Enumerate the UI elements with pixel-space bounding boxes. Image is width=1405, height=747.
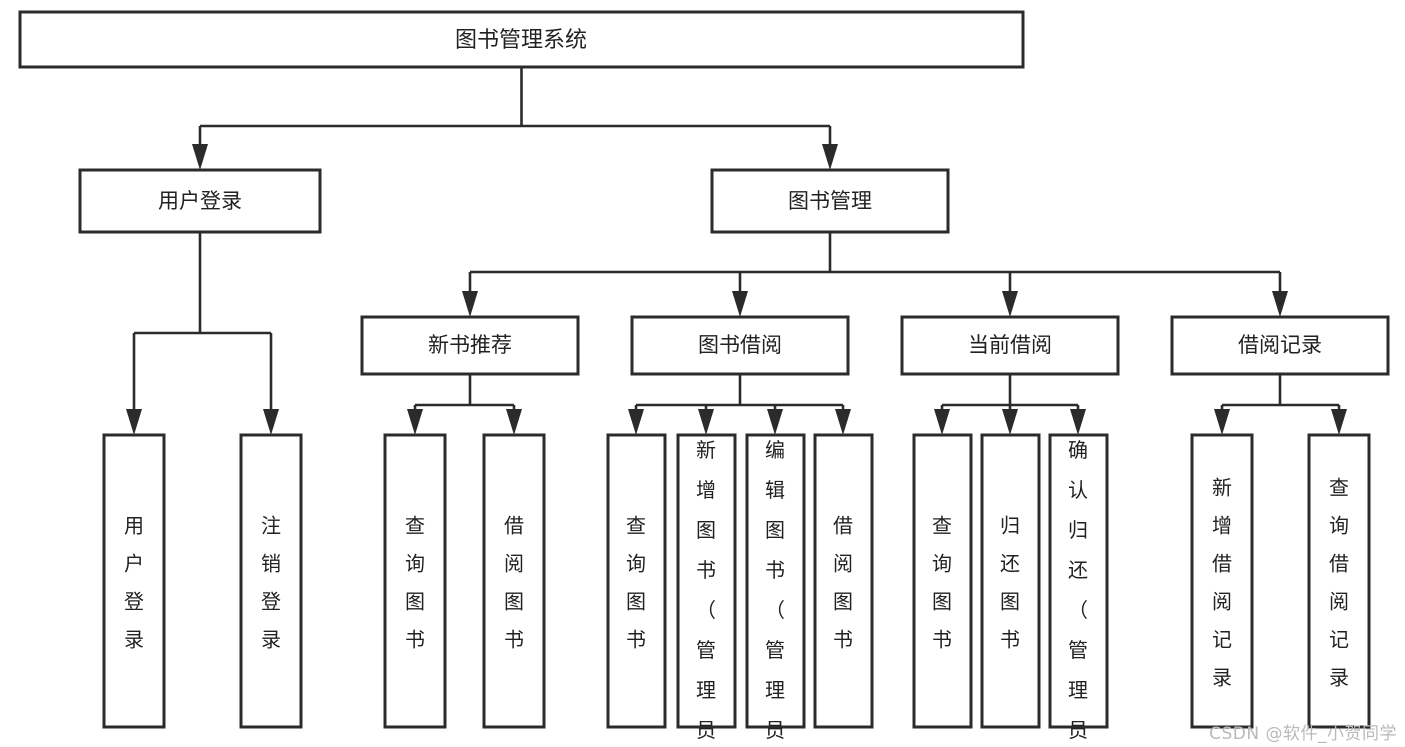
- arrow-to-book-mgmt: [822, 144, 838, 170]
- connector-layer: [126, 67, 1347, 435]
- arrow-book-borrow-leaf-3: [835, 409, 851, 435]
- leaf-node[interactable]: 确认归还（管理员）: [1048, 433, 1109, 747]
- arrow-user-login-leaf-0: [126, 409, 142, 435]
- leaf-label-borrow-record-1: 查询借阅记录: [1329, 475, 1349, 689]
- leaf-label-new-book-0: 查询图书: [405, 513, 425, 651]
- leaf-label-user-login-1: 注销登录: [261, 513, 281, 651]
- node-current-borrow-box: [900, 315, 1120, 376]
- leaf-label-borrow-record-0: 新增借阅记录: [1212, 475, 1232, 689]
- leaf-node[interactable]: 借阅图书: [813, 433, 874, 729]
- arrow-book-borrow-leaf-1: [698, 409, 714, 435]
- leaf-label-current-borrow-2: 确认归还（管理员）: [1068, 438, 1088, 747]
- leaf-label-current-borrow-1: 归还图书: [1000, 513, 1020, 651]
- arrow-borrow-record-leaf-1: [1331, 409, 1347, 435]
- leaf-node[interactable]: 查询图书: [606, 433, 667, 729]
- node-user-login-box: [78, 168, 322, 234]
- leaf-box-book-borrow-2: [745, 433, 806, 729]
- leaf-node[interactable]: 查询图书: [383, 433, 447, 729]
- arrow-book-borrow-leaf-0: [628, 409, 644, 435]
- node-book-borrow-box: [630, 315, 850, 376]
- arrow-book-borrow-leaf-2: [767, 409, 783, 435]
- leaf-label-new-book-1: 借阅图书: [504, 513, 524, 651]
- arrow-current-borrow-leaf-2: [1070, 409, 1086, 435]
- node-book-management-label: 图书管理: [788, 189, 872, 213]
- node-root[interactable]: 图书管理系统: [18, 10, 1025, 69]
- node-new-book-recommend[interactable]: 新书推荐: [360, 315, 580, 376]
- node-user-login-label: 用户登录: [158, 189, 242, 213]
- leaf-node[interactable]: 查询图书: [912, 433, 973, 729]
- node-user-login[interactable]: 用户登录: [78, 168, 322, 234]
- arrow-book-mgmt-child-1: [732, 291, 748, 317]
- leaf-box-book-borrow-0: [606, 433, 667, 729]
- node-borrow-record-label: 借阅记录: [1238, 333, 1322, 357]
- arrow-user-login-leaf-1: [263, 409, 279, 435]
- leaf-box-borrow-record-1: [1307, 433, 1371, 729]
- arrow-new-book-leaf-0: [407, 409, 423, 435]
- leaf-node[interactable]: 借阅图书: [482, 433, 546, 729]
- node-new-book-recommend-box: [360, 315, 580, 376]
- arrow-borrow-record-leaf-0: [1214, 409, 1230, 435]
- node-book-management[interactable]: 图书管理: [710, 168, 950, 234]
- node-root-label: 图书管理系统: [455, 28, 587, 53]
- leaf-label-current-borrow-0: 查询图书: [932, 513, 952, 651]
- node-book-borrow-label: 图书借阅: [698, 333, 782, 357]
- leaf-box-new-book-1: [482, 433, 546, 729]
- node-book-borrow[interactable]: 图书借阅: [630, 315, 850, 376]
- leaf-node[interactable]: 用户登录: [102, 433, 166, 729]
- leaf-box-borrow-record-0: [1190, 433, 1254, 729]
- arrow-current-borrow-leaf-1: [1002, 409, 1018, 435]
- leaf-box-book-borrow-3: [813, 433, 874, 729]
- node-current-borrow[interactable]: 当前借阅: [900, 315, 1120, 376]
- leaf-box-new-book-0: [383, 433, 447, 729]
- node-borrow-record[interactable]: 借阅记录: [1170, 315, 1390, 376]
- leaf-label-book-borrow-3: 借阅图书: [833, 513, 853, 651]
- arrow-new-book-leaf-1: [506, 409, 522, 435]
- leaf-node[interactable]: 编辑图书（管理员）: [745, 433, 806, 747]
- leaf-box-user-login-1: [239, 433, 303, 729]
- leaf-box-current-borrow-2: [1048, 433, 1109, 729]
- leaf-label-book-borrow-1: 新增图书（管理员）: [696, 438, 716, 747]
- arrow-book-mgmt-child-3: [1272, 291, 1288, 317]
- leaf-node[interactable]: 新增借阅记录: [1190, 433, 1254, 729]
- node-borrow-record-box: [1170, 315, 1390, 376]
- leaf-node[interactable]: 查询借阅记录: [1307, 433, 1371, 729]
- leaf-node[interactable]: 注销登录: [239, 433, 303, 729]
- node-new-book-recommend-label: 新书推荐: [428, 333, 512, 357]
- arrow-current-borrow-leaf-0: [934, 409, 950, 435]
- leaf-box-user-login-0: [102, 433, 166, 729]
- leaf-label-user-login-0: 用户登录: [124, 513, 144, 651]
- leaf-box-current-borrow-1: [980, 433, 1041, 729]
- leaf-box-book-borrow-1: [676, 433, 737, 729]
- node-root-box: [18, 10, 1025, 69]
- leaf-label-book-borrow-2: 编辑图书（管理员）: [765, 438, 785, 747]
- leaf-node[interactable]: 归还图书: [980, 433, 1041, 729]
- arrow-book-mgmt-child-2: [1002, 291, 1018, 317]
- node-current-borrow-label: 当前借阅: [968, 333, 1052, 357]
- node-book-management-box: [710, 168, 950, 234]
- leaf-label-book-borrow-0: 查询图书: [626, 513, 646, 651]
- leaf-box-current-borrow-0: [912, 433, 973, 729]
- leaf-node[interactable]: 新增图书（管理员）: [676, 433, 737, 747]
- arrow-book-mgmt-child-0: [462, 291, 478, 317]
- arrow-to-user-login: [192, 144, 208, 170]
